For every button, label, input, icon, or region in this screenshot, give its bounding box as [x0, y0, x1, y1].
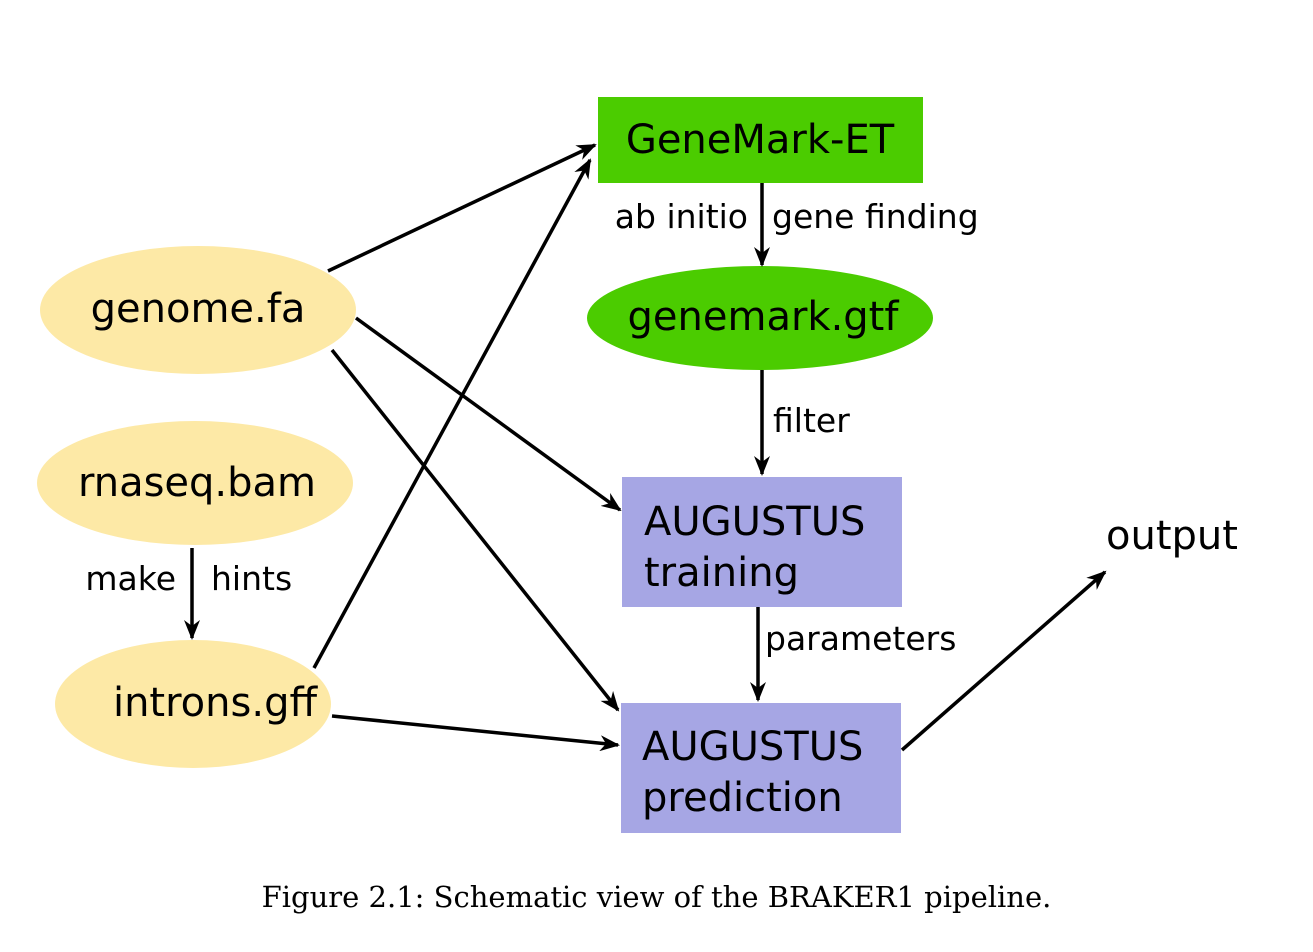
edge-introns-to-augustus-prediction [331, 714, 620, 752]
edge-label-make: make [85, 559, 176, 598]
edge-label-hints: hints [211, 559, 292, 598]
augustus-training-label-line1: AUGUSTUS [644, 499, 865, 545]
introns-gff-ellipse [55, 640, 331, 768]
augustus-training-box [622, 477, 902, 607]
edge-label-parameters: parameters [765, 619, 956, 658]
node-rnaseq-bam: rnaseq.bam [37, 421, 353, 545]
edge-genome-to-augustus-prediction [330, 348, 620, 712]
figure-caption: Figure 2.1: Schematic view of the BRAKER… [261, 880, 1052, 914]
output-label: output [1106, 513, 1238, 559]
node-genemark-et: GeneMark-ET [598, 97, 923, 183]
augustus-training-label-line2: training [644, 550, 799, 596]
rnaseq-bam-label: rnaseq.bam [78, 460, 316, 506]
genemark-et-label: GeneMark-ET [626, 117, 895, 163]
edge-genome-to-genemark [327, 143, 597, 273]
edge-label-filter: filter [773, 401, 850, 440]
edge-genome-to-augustus-training [354, 316, 622, 512]
edge-introns-to-genemark [312, 158, 592, 669]
edge-label-ab-initio: ab initio [615, 197, 748, 236]
genemark-et-box [598, 97, 923, 183]
node-genome-fa: genome.fa [40, 246, 356, 374]
genemark-gtf-ellipse [587, 266, 933, 370]
node-genemark-gtf: genemark.gtf [587, 266, 933, 370]
edge-prediction-to-output [900, 570, 1107, 752]
node-augustus-training: AUGUSTUS training [622, 477, 902, 607]
augustus-prediction-label-line1: AUGUSTUS [642, 724, 863, 770]
augustus-prediction-label-line2: prediction [642, 775, 843, 821]
edge-label-gene-finding: gene finding [772, 197, 979, 236]
node-introns-gff: introns.gff [55, 640, 331, 768]
augustus-prediction-box [621, 703, 901, 833]
genome-fa-label: genome.fa [91, 286, 306, 332]
genome-fa-ellipse [40, 246, 356, 374]
genemark-gtf-label: genemark.gtf [628, 294, 900, 340]
rnaseq-bam-ellipse [37, 421, 353, 545]
node-augustus-prediction: AUGUSTUS prediction [621, 703, 901, 833]
introns-gff-label: introns.gff [113, 680, 318, 726]
